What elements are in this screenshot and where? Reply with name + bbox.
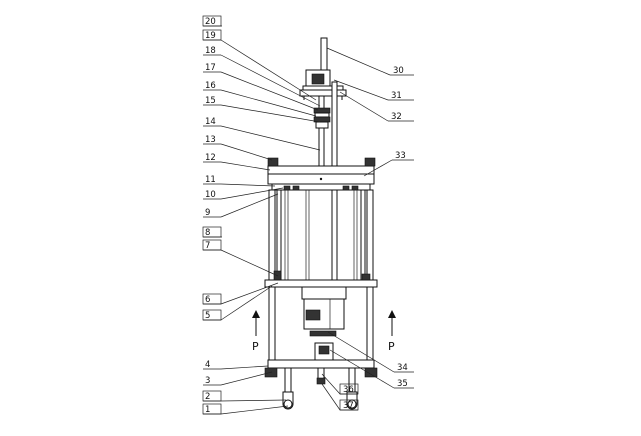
callout-label-15: 15	[205, 96, 216, 106]
callout-box-1	[202, 403, 222, 415]
motor-head	[302, 69, 344, 92]
coupling-plate	[309, 330, 337, 337]
callout-box-37	[339, 399, 359, 411]
callout-box-19	[202, 29, 222, 41]
leader-line-15	[220, 104, 321, 123]
leader-line-17	[220, 71, 319, 111]
leader-line-13	[220, 143, 273, 161]
callout-label-14: 14	[205, 117, 216, 127]
callout-label-30: 30	[393, 66, 404, 76]
callout-box-2	[202, 390, 222, 402]
callout-label-17: 17	[205, 63, 216, 73]
leader-line-7	[220, 249, 279, 277]
gearmotor	[301, 286, 347, 330]
callout-label-4: 4	[205, 360, 210, 370]
callout-label-7: 7	[205, 241, 210, 251]
callout-label-1: 1	[205, 405, 210, 415]
callout-label-10: 10	[205, 190, 216, 200]
callout-label-32: 32	[391, 112, 402, 122]
section-marker-right: P	[388, 310, 396, 353]
spring-coupling	[313, 107, 331, 129]
callout-box-20	[202, 15, 222, 27]
leader-line-34	[327, 331, 395, 373]
callouts-left: 20 19 18 17 16 15 14 13 12 11 10 9 8 7 6 5 4 3 2 1	[202, 15, 321, 415]
callouts-right: 30 31 32 33 34 35 36 37	[321, 47, 414, 411]
leader-line-9	[220, 193, 279, 218]
leader-line-5	[220, 285, 273, 321]
leader-line-11	[220, 183, 276, 187]
callout-label-13: 13	[205, 135, 216, 145]
callout-label-12: 12	[205, 153, 216, 163]
section-marker-left: P	[252, 310, 260, 353]
casters	[282, 377, 358, 410]
callout-label-16: 16	[205, 81, 216, 91]
callout-label-8: 8	[205, 228, 210, 238]
leader-line-3	[220, 371, 273, 386]
callout-label-36: 36	[343, 385, 354, 395]
leader-line-32	[339, 91, 389, 122]
callout-box-6	[202, 293, 222, 305]
leader-line-30	[326, 47, 391, 76]
leader-line-19	[220, 39, 317, 101]
callout-label-11: 11	[205, 175, 216, 185]
section-label-right: P	[388, 340, 395, 353]
callout-label-34: 34	[397, 363, 408, 373]
callout-box-8	[202, 226, 222, 238]
leader-line-10	[220, 187, 284, 200]
leader-line-12	[220, 161, 271, 171]
callout-box-7	[202, 239, 222, 251]
leader-line-1	[220, 405, 289, 415]
callout-label-3: 3	[205, 376, 210, 386]
inner-rods	[305, 190, 310, 282]
leader-line-2	[220, 399, 287, 402]
callout-label-18: 18	[205, 46, 216, 56]
callout-label-5: 5	[205, 311, 210, 321]
leader-line-18	[220, 54, 321, 107]
middle-beam	[264, 270, 378, 288]
leader-line-16	[220, 89, 317, 117]
callout-label-31: 31	[391, 91, 402, 101]
callout-label-20: 20	[205, 17, 216, 27]
leader-line-14	[220, 125, 321, 151]
leader-line-35	[329, 349, 395, 389]
callout-label-2: 2	[205, 392, 210, 402]
callout-label-6: 6	[205, 295, 210, 305]
callout-label-37: 37	[343, 401, 354, 411]
leader-line-4	[220, 365, 269, 370]
leader-line-36	[321, 373, 341, 395]
callout-label-33: 33	[395, 151, 406, 161]
leader-line-31	[333, 79, 389, 101]
callout-label-19: 19	[205, 31, 216, 41]
section-label-left: P	[252, 340, 259, 353]
sensor-box	[314, 342, 334, 361]
leader-line-37	[321, 383, 341, 411]
callout-box-5	[202, 309, 222, 321]
callout-label-9: 9	[205, 208, 210, 218]
callout-box-36	[339, 383, 359, 395]
callout-label-35: 35	[397, 379, 408, 389]
leader-line-33	[363, 159, 393, 177]
leader-line-6	[220, 282, 279, 305]
